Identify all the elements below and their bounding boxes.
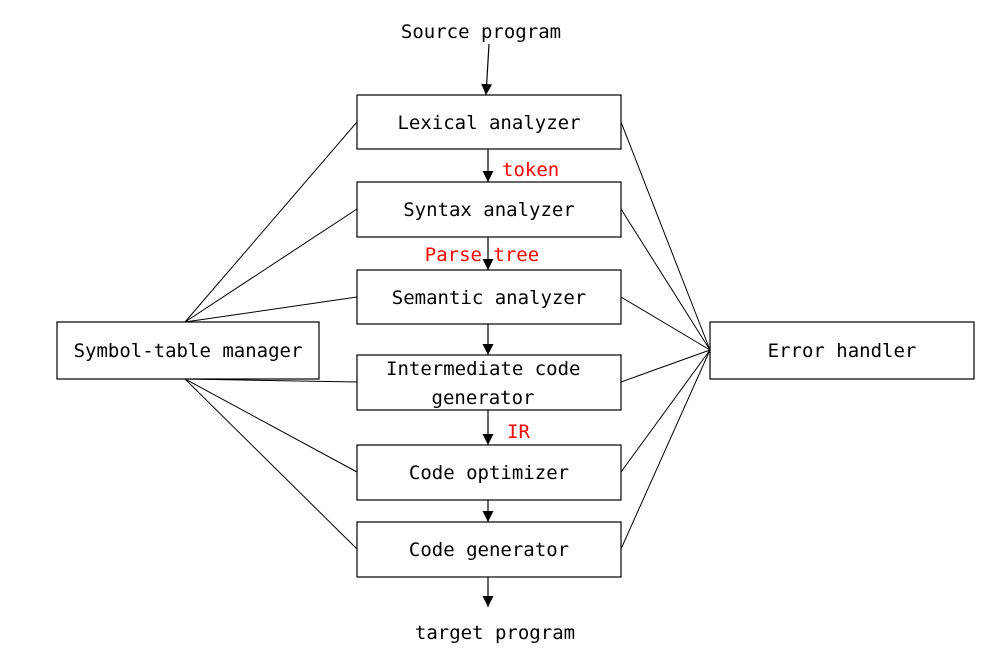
parse-tree-edge-label: Parse tree [425,244,539,266]
intermediate-code-generator-line-1: Intermediate code [386,358,580,380]
error-link-intermediate [620,349,711,383]
token-edge-label: token [502,159,559,181]
intermediate-code-generator-line-2: generator [432,387,535,409]
arrow-source-to-lexical [481,43,493,96]
code-generator-label: Code generator [409,539,569,561]
symbol-table-manager-label: Symbol-table manager [74,340,303,362]
source-program-label: Source program [401,21,561,43]
symbol-table-link-lexical [184,121,358,323]
error-link-optimizer [620,349,711,473]
syntax-analyzer-box: Syntax analyzer [356,181,622,238]
target-program-label: target program [415,622,575,644]
syntax-analyzer-label: Syntax analyzer [403,199,575,221]
intermediate-code-generator-box: Intermediate code generator [356,354,622,411]
flow-arrows [481,43,494,607]
intermediate-code-generator-label: Intermediate code generator [386,358,592,409]
error-link-syntax [620,208,711,351]
error-link-semantic [620,296,711,351]
symbol-table-link-syntax [184,208,358,323]
error-link-lexical [620,121,711,351]
symbol-table-link-optimizer [184,378,358,473]
semantic-analyzer-box: Semantic analyzer [356,269,622,325]
error-handler-connectors [620,121,711,550]
error-handler-box: Error handler [709,321,975,380]
lexical-analyzer-label: Lexical analyzer [397,112,580,134]
code-optimizer-box: Code optimizer [356,444,622,501]
symbol-table-manager-box: Symbol-table manager [56,321,320,380]
code-generator-box: Code generator [356,521,622,578]
symbol-table-link-semantic [184,296,358,323]
ir-edge-label: IR [507,421,530,443]
error-link-generator [620,349,711,550]
symbol-table-link-generator [184,378,358,550]
semantic-analyzer-label: Semantic analyzer [392,287,586,309]
error-handler-label: Error handler [768,340,917,362]
code-optimizer-label: Code optimizer [409,462,569,484]
lexical-analyzer-box: Lexical analyzer [356,94,622,150]
